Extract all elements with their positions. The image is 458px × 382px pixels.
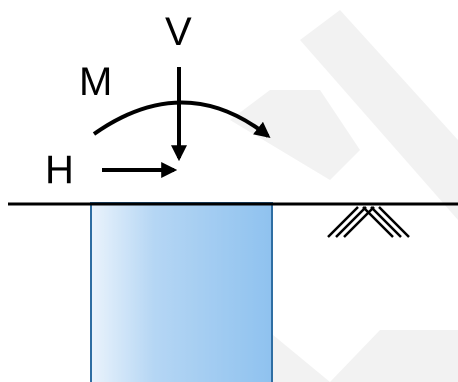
horizontal-load-label: H bbox=[45, 148, 74, 192]
foundation-block bbox=[90, 202, 273, 382]
soil-hatch-icon bbox=[327, 206, 410, 238]
moment-arrow bbox=[92, 100, 271, 138]
moment-label: M bbox=[79, 60, 112, 104]
vertical-load-label: V bbox=[165, 10, 192, 54]
